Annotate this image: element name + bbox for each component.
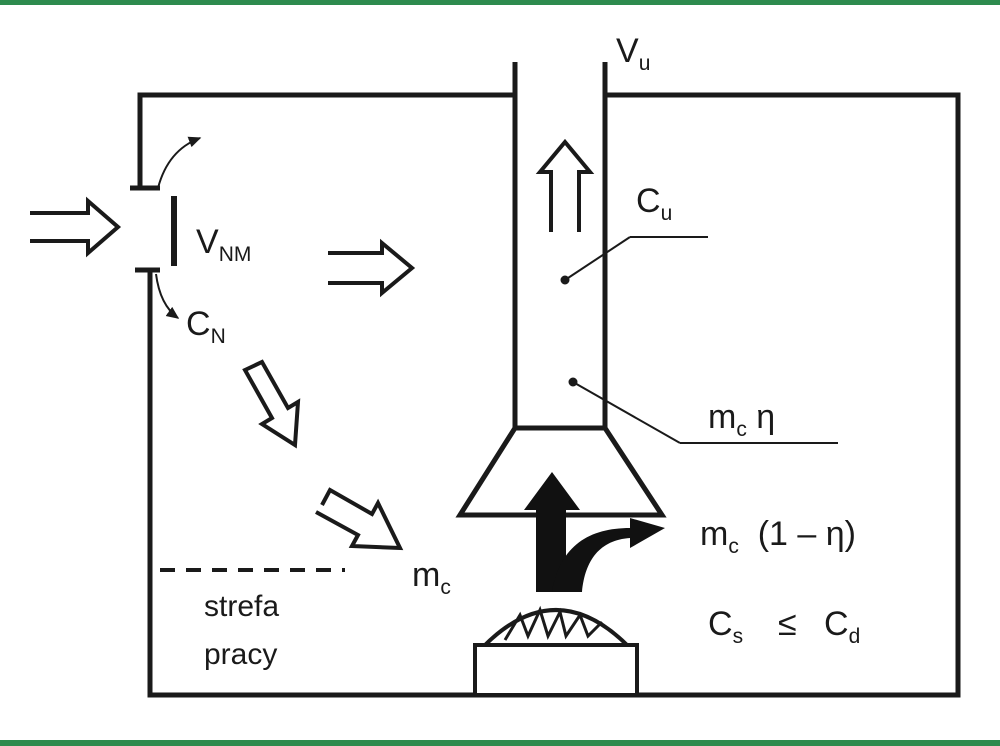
label-work-zone-line1: strefa: [204, 590, 279, 623]
emission-source-hatch: [503, 605, 604, 641]
inlet-curved-arrow-bottom: [155, 273, 180, 319]
supply-air-arrow: [30, 196, 122, 258]
label-mc: mc: [412, 556, 451, 599]
top-border-rule: [0, 0, 1000, 5]
room-flow-arrow: [328, 238, 416, 298]
label-mc-eta: mc η: [708, 398, 775, 441]
extraction-hood: [455, 425, 667, 518]
exhaust-up-arrow: [535, 138, 595, 232]
downward-diagonal-arrow: [242, 359, 301, 449]
toward-source-arrow: [315, 487, 404, 551]
inlet-curved-arrow-top: [157, 136, 202, 189]
supply-inlet: [130, 185, 177, 273]
emission-source-base: [473, 643, 639, 697]
room-outline: [137, 92, 961, 698]
label-c-u: Cu: [636, 182, 672, 225]
label-v-u: Vu: [616, 32, 650, 75]
label-mc-one-minus-eta: mc (1 – η): [700, 515, 856, 558]
label-c-n: CN: [186, 305, 226, 348]
label-cd: Cd: [824, 605, 860, 648]
bottom-border-rule: [0, 740, 1000, 746]
cu-leader: [560, 236, 708, 285]
label-cs: Cs: [708, 605, 743, 648]
label-le: ≤: [778, 605, 797, 643]
mc-eta-leader: [568, 377, 838, 444]
label-v-nm: VNM: [196, 223, 251, 266]
escaping-flow-arrow: [552, 518, 665, 592]
exhaust-duct: [512, 62, 608, 428]
label-work-zone-line2: pracy: [204, 638, 277, 671]
